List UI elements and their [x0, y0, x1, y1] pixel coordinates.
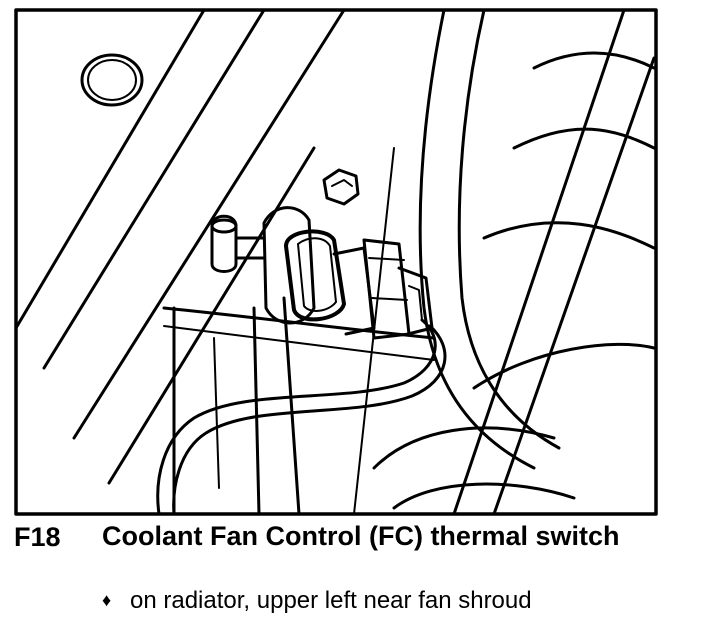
figure-title: Coolant Fan Control (FC) thermal switch: [102, 521, 620, 551]
switch-bracket: [262, 206, 316, 325]
figure-code: F18: [14, 522, 61, 552]
access-hole: [80, 53, 144, 107]
thermal-switch: [284, 229, 434, 340]
diamond-bullet-icon: ♦: [102, 590, 112, 610]
sensor-wire: [156, 318, 447, 516]
hex-bolt: [322, 168, 360, 206]
illustration-frame: [14, 8, 658, 516]
location-note: ♦ on radiator, upper left near fan shroud: [102, 586, 532, 615]
fan-shroud: [418, 8, 656, 470]
radiator-frame-left: [14, 8, 346, 485]
mounting-stud: [210, 214, 266, 273]
radiator-frame-right: [353, 8, 656, 516]
support-post: [172, 296, 301, 516]
location-text: on radiator, upper left near fan shroud: [130, 587, 532, 614]
thermal-switch-illustration: [14, 8, 658, 516]
